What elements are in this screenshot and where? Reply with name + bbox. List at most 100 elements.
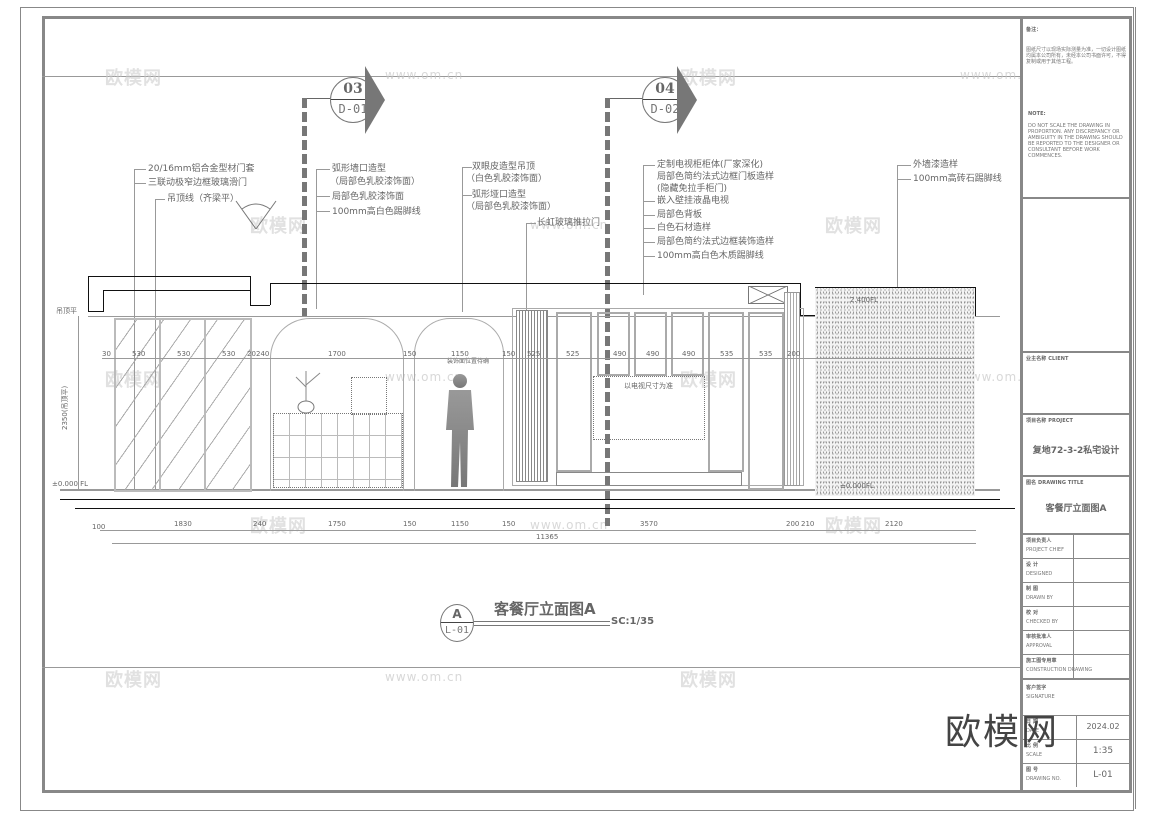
dim-value: 150 — [403, 520, 417, 528]
drawing-title-cell: 图名 DRAWING TITLE 客餐厅立面图A — [1023, 477, 1129, 535]
dim-value: 525 — [527, 350, 541, 358]
annotation: 嵌入壁挂液晶电视 — [657, 196, 730, 206]
annotation: 定制电视柜柜体(厂家深化) — [657, 160, 764, 170]
section-arrow-icon — [365, 66, 385, 134]
leader-line — [643, 165, 644, 295]
dim-value: 490 — [646, 350, 660, 358]
ceiling-edge — [250, 305, 270, 306]
dim-chain-line — [100, 530, 976, 531]
leader-tick — [643, 228, 655, 229]
marker-leader — [302, 98, 330, 99]
annotation: 100mm高白色木质踢脚线 — [657, 251, 764, 261]
title-block: 备注： 图纸尺寸以现场实际测量为准，一切设计图纸均属本公司所有，未经本公司书面许… — [1020, 16, 1132, 793]
dim-value: 240 — [256, 350, 270, 358]
drawing-no-cell: 图 号 DRAWING NO. L-01 — [1023, 764, 1129, 787]
project-cell: 项目名称 PROJECT 复地72-3-2私宅设计 — [1023, 415, 1129, 477]
notes-cell: 备注： 图纸尺寸以现场实际测量为准，一切设计图纸均属本公司所有，未经本公司书面许… — [1023, 19, 1129, 199]
drawing-title-value: 客餐厅立面图A — [1045, 504, 1107, 514]
watermark: 欧模网 — [250, 216, 307, 237]
ceiling-edge — [800, 283, 801, 316]
wall-panel — [748, 312, 784, 490]
watermark: 欧模网 — [250, 516, 307, 537]
total-dim-line — [112, 543, 976, 544]
annotation: 吊顶线（齐梁平） — [167, 194, 240, 204]
leader-tick — [897, 165, 911, 166]
leader-line — [316, 169, 317, 309]
dim-value: 1750 — [328, 520, 346, 528]
dim-value: 20 — [247, 350, 256, 358]
door-mullion — [159, 318, 161, 490]
dim-value: 535 — [759, 350, 773, 358]
section-cut-line-03 — [302, 98, 307, 316]
fluted-glass-door — [516, 310, 548, 482]
total-dim-value: 11365 — [536, 533, 559, 541]
dim-value: 1150 — [451, 520, 469, 528]
dim-value: 200 — [787, 350, 801, 358]
leader-tick — [643, 201, 655, 202]
watermark: 欧模网 — [825, 216, 882, 237]
dim-value: 100 — [92, 523, 106, 531]
watermark: 欧模网 — [680, 670, 737, 691]
floor-slab-line — [60, 499, 1000, 500]
annotation: 100mm高白色踢脚线 — [332, 207, 421, 217]
drawing-no-value: L-01 — [1093, 770, 1113, 780]
annotation: (隐藏免拉手柜门) — [657, 184, 728, 194]
dim-value: 30 — [102, 350, 111, 358]
floor-line — [60, 489, 1000, 491]
large-watermark: 欧模网 — [945, 712, 1060, 753]
dim-value: 490 — [682, 350, 696, 358]
leader-tick — [316, 211, 330, 212]
leader-tick — [897, 179, 911, 180]
ceiling-edge — [88, 276, 89, 312]
annotation: 20/16mm铝合金型材门套 — [148, 164, 255, 174]
annotation: （局部色乳胶漆饰面） — [330, 177, 421, 187]
annotation: （局部色乳胶漆饰面） — [466, 202, 557, 212]
guide-line-bottom — [42, 667, 1020, 668]
watermark-url: www.om.cn — [385, 68, 464, 82]
marker-leader — [607, 98, 642, 99]
mid-dim-line — [102, 358, 972, 359]
annotation: （白色乳胶漆饰面） — [466, 174, 548, 184]
ceiling-edge — [103, 290, 251, 291]
view-marker[interactable]: A L-01 — [440, 604, 474, 642]
signature-cell: 客户签字 SIGNATURE — [1023, 681, 1129, 716]
watermark: 欧模网 — [825, 516, 882, 537]
dim-value: 490 — [613, 350, 627, 358]
leader-tick — [316, 196, 330, 197]
ceiling-level-mark: 吊顶平 — [56, 307, 77, 315]
title-underline — [474, 621, 610, 626]
glass-sliding-door — [114, 318, 252, 492]
annotation: 双眼皮造型吊顶 — [472, 162, 536, 172]
leader-tick — [155, 199, 165, 200]
leader-tick — [643, 215, 655, 216]
annotation: 白色石材造样 — [657, 223, 712, 233]
leader-tick — [134, 169, 146, 170]
dim-value: 525 — [566, 350, 580, 358]
annotation: 弧形墙口造型 — [332, 164, 387, 174]
section-arrow-icon — [677, 66, 697, 134]
plant-vase-icon — [295, 371, 321, 414]
tv-console — [556, 472, 742, 486]
scale-cell: 比 例 SCALE 1:35 — [1023, 740, 1129, 764]
date-cell: 日 期 DATE 2024.02 — [1023, 716, 1129, 740]
wall-panel — [556, 312, 592, 472]
ceiling-edge — [270, 283, 271, 305]
leader-line — [462, 167, 463, 312]
door-mullion — [204, 318, 206, 490]
ceiling-edge — [800, 315, 816, 316]
watermark-url: www.om.cn — [385, 370, 464, 384]
annotation: 弧形垭口造型 — [472, 190, 527, 200]
scale-value: 1:35 — [1092, 746, 1114, 756]
leader-tick — [462, 195, 472, 196]
leader-tick — [462, 167, 472, 168]
dim-value: 535 — [720, 350, 734, 358]
drawing-title: 客餐厅立面图A — [494, 600, 596, 618]
dim-value: 530 — [132, 350, 146, 358]
dim-value: 150 — [502, 350, 516, 358]
curtain — [784, 292, 800, 486]
leader-tick — [316, 169, 330, 170]
dim-value: 530 — [222, 350, 236, 358]
